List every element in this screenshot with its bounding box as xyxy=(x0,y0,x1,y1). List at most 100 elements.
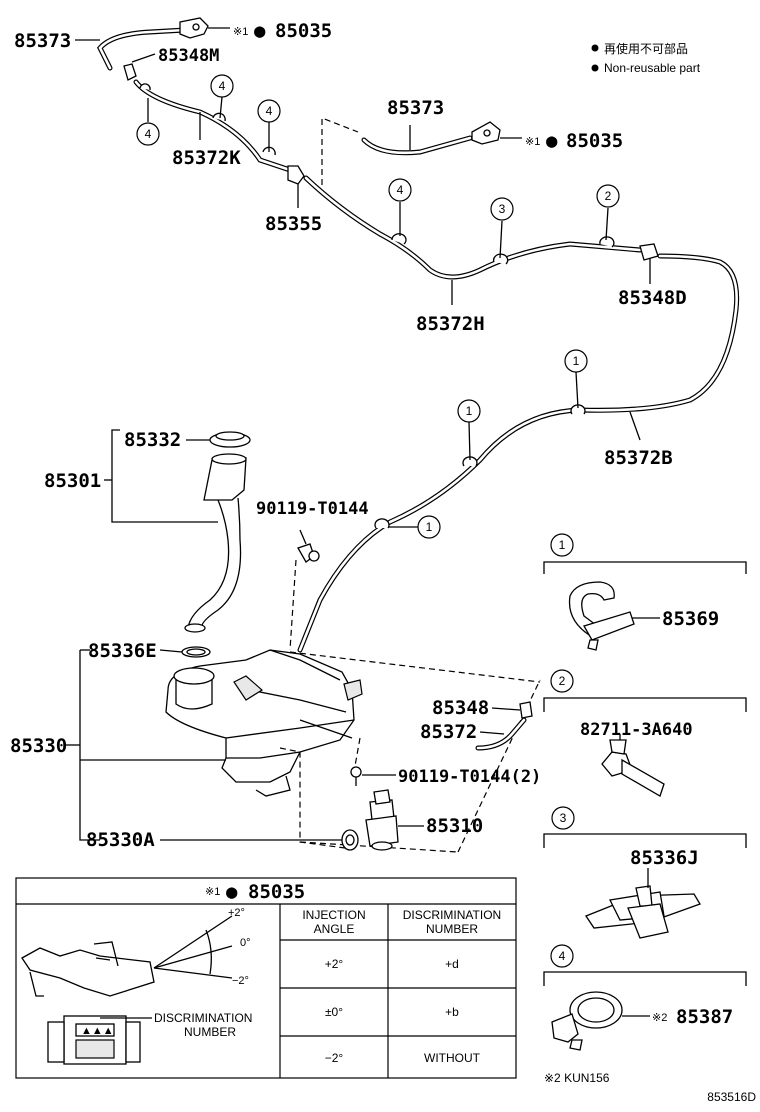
filler-pipe-85301 xyxy=(184,453,247,633)
dot-marker: ● xyxy=(546,130,558,152)
callout-2 xyxy=(596,184,620,208)
joint-85348 xyxy=(519,701,533,719)
detail-table-85035: ※1 ● 85035 INJECTION ANGLE DISCRIMINATIO… xyxy=(15,877,517,1079)
nozzle-figure xyxy=(21,915,233,997)
callout-3 xyxy=(551,806,575,830)
label-85372: 85372 xyxy=(420,721,477,743)
label-85301: 85301 xyxy=(44,470,101,492)
label-85348: 85348 xyxy=(432,697,489,719)
label-90119-a: 90119-T0144 xyxy=(256,499,369,519)
callout-3 xyxy=(490,197,514,221)
label-85310: 85310 xyxy=(426,815,483,837)
col-disc-line2: NUMBER xyxy=(426,922,478,936)
hose-85372 xyxy=(475,717,527,751)
disc-label-line1: DISCRIMINATION xyxy=(154,1011,252,1025)
label-85373-top: 85373 xyxy=(14,30,71,52)
callout-2 xyxy=(550,669,574,693)
label-85035-top: 85035 xyxy=(275,20,332,42)
nozzle-85035-top xyxy=(179,17,209,39)
table-mark-1: ※1 xyxy=(205,886,220,898)
callout-4 xyxy=(136,122,160,146)
clip-3 xyxy=(493,253,509,265)
tank-85330 xyxy=(165,649,363,797)
row-number: WITHOUT xyxy=(424,1051,481,1065)
label-82711: 82711-3A640 xyxy=(580,720,693,740)
clip-1 xyxy=(374,518,390,529)
fig-minus2: −2° xyxy=(232,975,249,987)
svg-text:2: 2 xyxy=(559,674,566,688)
hose-85372H xyxy=(303,175,643,280)
dot-marker: ● xyxy=(226,881,238,903)
mark-1: ※1 xyxy=(233,26,248,38)
legend-non-reusable-jp: 再使用不可部品 xyxy=(604,41,688,56)
bullet-icon xyxy=(591,64,599,72)
clip-4 xyxy=(139,83,151,91)
label-85372K: 85372K xyxy=(172,147,241,169)
label-85369: 85369 xyxy=(662,608,719,630)
label-85336E: 85336E xyxy=(88,640,157,662)
col-angle-line1: INJECTION xyxy=(302,908,365,922)
callout-4 xyxy=(550,944,574,968)
clip-4 xyxy=(391,233,407,245)
callout-4 xyxy=(257,99,281,123)
bullet-icon xyxy=(591,44,599,52)
fig-plus2: +2° xyxy=(228,907,245,919)
row-angle: −2° xyxy=(325,1051,344,1065)
svg-text:4: 4 xyxy=(145,127,152,141)
label-85373-mid: 85373 xyxy=(387,97,444,119)
hose-85373-top xyxy=(97,27,188,71)
row-number: +b xyxy=(445,1005,459,1019)
svg-text:1: 1 xyxy=(426,520,433,534)
svg-text:2: 2 xyxy=(605,189,612,203)
label-85330: 85330 xyxy=(10,735,67,757)
clip-2 xyxy=(599,236,615,248)
connector-85348M xyxy=(123,63,137,81)
dot-marker: ● xyxy=(254,20,266,42)
svg-text:1: 1 xyxy=(466,404,473,418)
svg-text:4: 4 xyxy=(559,949,566,963)
mark-1: ※1 xyxy=(525,136,540,148)
col-disc-line1: DISCRIMINATION xyxy=(403,908,501,922)
cap-85332 xyxy=(209,431,251,448)
legend: 再使用不可部品 Non-reusable part xyxy=(591,41,701,75)
label-85348M: 85348M xyxy=(158,46,219,66)
callout-1 xyxy=(457,399,481,423)
label-85332: 85332 xyxy=(124,429,181,451)
clamp-85387 xyxy=(551,991,623,1051)
diagram-id: 853516D xyxy=(707,1090,756,1104)
pump-85310 xyxy=(365,789,399,851)
callout-1 xyxy=(417,515,441,539)
joint-85348D xyxy=(639,243,659,261)
joint-85355 xyxy=(287,165,305,185)
clip-82711 xyxy=(601,739,665,797)
clip-85336J xyxy=(585,885,701,939)
svg-text:▲▲▲: ▲▲▲ xyxy=(81,1025,114,1037)
svg-text:4: 4 xyxy=(266,104,273,118)
label-85372B: 85372B xyxy=(604,447,673,469)
label-90119-b: 90119-T0144(2) xyxy=(398,767,541,787)
hose-85372B xyxy=(297,253,740,653)
label-85387: 85387 xyxy=(676,1006,733,1028)
connector-figure: ▲▲▲ xyxy=(47,1015,141,1065)
callout-4 xyxy=(210,74,234,98)
label-85372H: 85372H xyxy=(416,313,485,335)
row-angle: ±0° xyxy=(325,1005,343,1019)
nozzle-85035-mid xyxy=(471,121,501,145)
fig-zero: 0° xyxy=(240,937,251,949)
label-85330A: 85330A xyxy=(86,829,155,851)
clamp-85369 xyxy=(568,581,635,651)
mark-2: ※2 xyxy=(652,1012,667,1024)
disc-label-line2: NUMBER xyxy=(184,1025,236,1039)
legend-non-reusable-en: Non-reusable part xyxy=(604,61,701,75)
callout-1 xyxy=(564,349,588,373)
hose-85373-mid xyxy=(361,135,473,156)
col-angle-line2: ANGLE xyxy=(314,922,355,936)
svg-text:3: 3 xyxy=(560,811,567,825)
row-angle: +2° xyxy=(325,957,344,971)
bolt-90119-2 xyxy=(350,766,362,786)
callout-4 xyxy=(388,178,412,202)
bolt-90119 xyxy=(297,543,320,563)
svg-text:1: 1 xyxy=(559,538,566,552)
label-85348D: 85348D xyxy=(618,287,687,309)
